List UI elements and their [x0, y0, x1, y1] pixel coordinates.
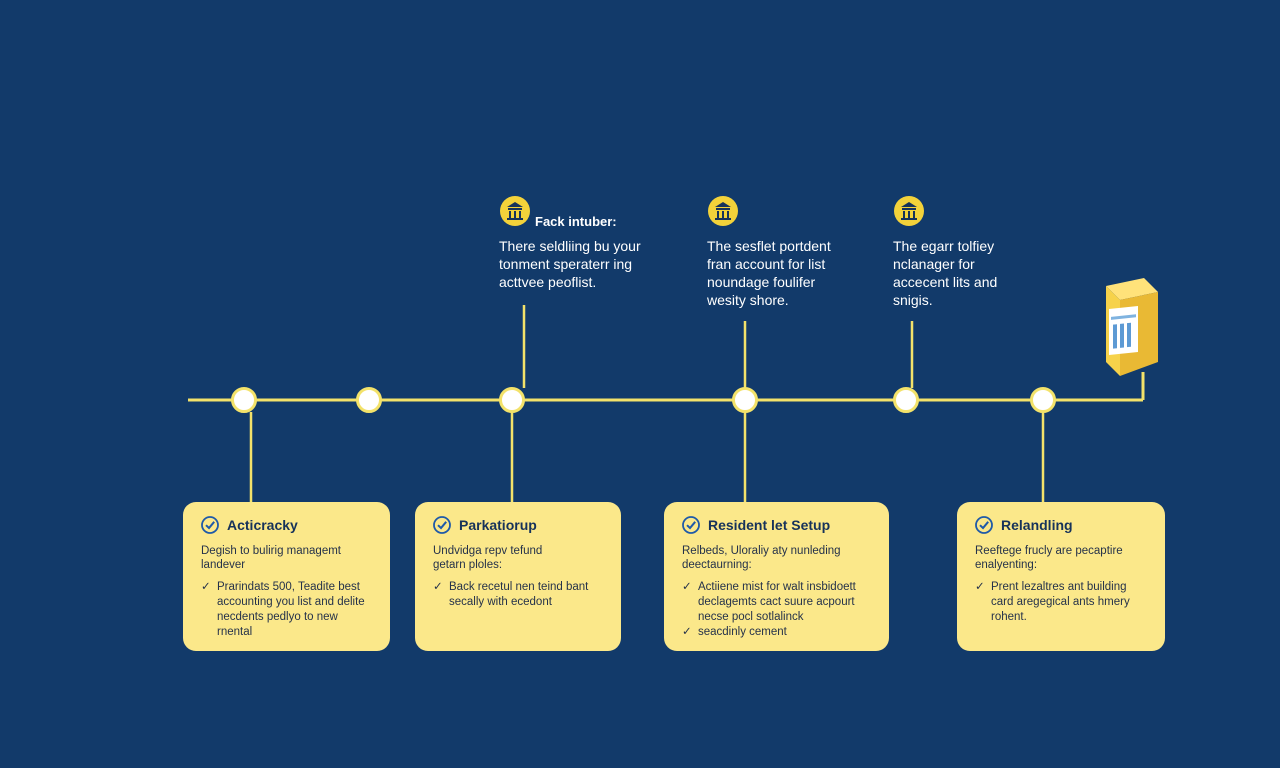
step-card: Relandling Reeftege frucly are pecaptire… — [957, 502, 1165, 651]
check-circle-icon — [682, 516, 700, 534]
card-title: Resident let Setup — [708, 517, 831, 533]
checkmark-icon: ✓ — [201, 581, 211, 593]
card-bullet: ✓ Prent lezaltres ant building card areg… — [975, 581, 1130, 623]
checkmark-icon: ✓ — [682, 581, 692, 593]
card-bullet: ✓ Back recetul nen teind bant secally wi… — [433, 581, 589, 608]
card-bullet: ✓ Prarindats 500, Teadite best accountin… — [201, 581, 365, 638]
card-title: Parkatiorup — [459, 517, 537, 533]
bank-icon — [500, 196, 530, 226]
card-description: Undvidga repv tefund getarn ploles: — [433, 545, 543, 571]
check-circle-icon — [975, 516, 993, 534]
card-description: Reeftege frucly are pecaptire enalyentin… — [975, 545, 1123, 571]
timeline-node — [231, 387, 257, 413]
callout-text: The egarr tolfiey nclanager for accecent… — [893, 238, 998, 308]
checkmark-icon: ✓ — [975, 581, 985, 593]
checkmark-icon: ✓ — [682, 626, 692, 638]
step-card: Parkatiorup Undvidga repv tefund getarn … — [415, 502, 621, 651]
card-title: Relandling — [1001, 517, 1073, 533]
step-card: Acticracky Degish to bulirig managemt la… — [183, 502, 390, 651]
timeline-node — [356, 387, 382, 413]
timeline-node — [732, 387, 758, 413]
card-title: Acticracky — [227, 517, 298, 533]
bank-icon — [708, 196, 738, 226]
timeline-node — [893, 387, 919, 413]
callout-text: The sesflet portdent fran account for li… — [707, 238, 831, 308]
timeline-node — [499, 387, 525, 413]
callout-text: There seldliing bu your tonment sperater… — [499, 238, 641, 290]
timeline-node — [1030, 387, 1056, 413]
callout-title: Fack intuber: — [535, 214, 617, 229]
checkmark-icon: ✓ — [433, 581, 443, 593]
bank-icon — [894, 196, 924, 226]
document-box-icon — [1106, 278, 1158, 376]
step-card: Resident let Setup Relbeds, Uloraliy aty… — [664, 502, 889, 651]
card-bullet: ✓ Actiiene mist for walt insbidoett decl… — [682, 581, 856, 623]
card-description: Degish to bulirig managemt landever — [201, 545, 341, 571]
check-circle-icon — [433, 516, 451, 534]
check-circle-icon — [201, 516, 219, 534]
card-bullet: ✓ seacdinly cement — [682, 626, 787, 638]
card-description: Relbeds, Uloraliy aty nunleding deectaur… — [682, 545, 841, 571]
